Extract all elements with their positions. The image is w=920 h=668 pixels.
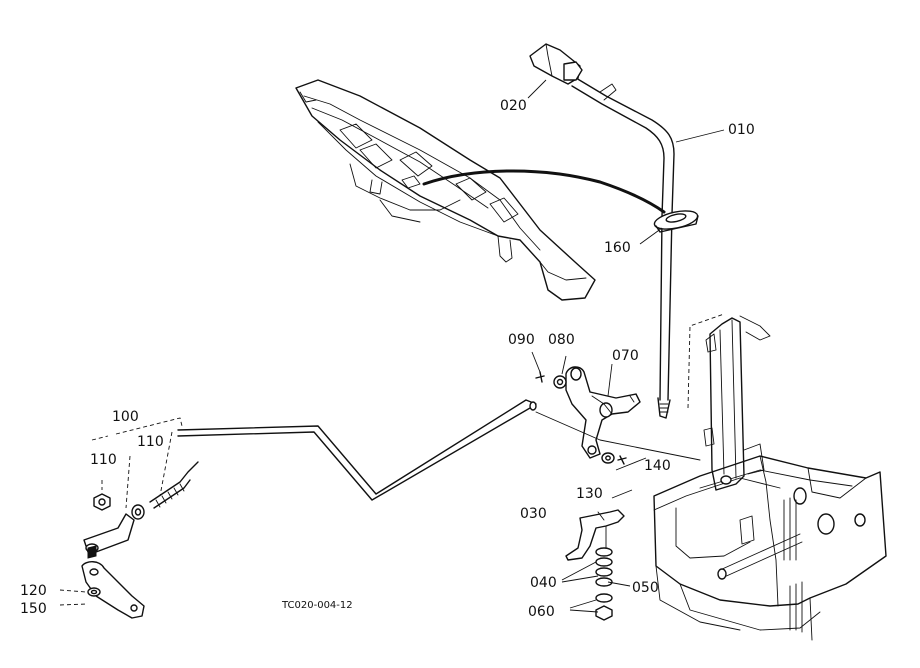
label-030: 030	[520, 506, 547, 522]
leader-160	[639, 227, 663, 245]
vertical-frame	[703, 315, 771, 491]
label-060: 060	[528, 604, 555, 620]
cable	[422, 169, 666, 214]
transmission-housing	[653, 455, 887, 641]
label-160: 160	[604, 240, 631, 256]
leader-010	[675, 129, 725, 143]
leader-020	[527, 79, 547, 99]
pin-080	[553, 375, 567, 389]
washer-110-right	[131, 504, 145, 520]
main-lever	[571, 77, 675, 419]
label-120: 120	[20, 583, 47, 599]
adjust-rod	[149, 461, 199, 509]
lower-lever-arm	[81, 561, 145, 619]
hardware-leaders	[101, 431, 173, 509]
bracket-030	[565, 509, 625, 561]
lever-dashed-guide	[687, 313, 725, 409]
clip-140	[617, 455, 627, 465]
label-080: 080	[548, 332, 575, 348]
label-040: 040	[530, 575, 557, 591]
lever-grip	[529, 43, 583, 85]
rod-dashed-bracket	[91, 417, 183, 441]
label-110-left: 110	[90, 452, 117, 468]
label-050: 050	[632, 580, 659, 596]
small-link-bracket	[83, 513, 135, 559]
washer-120	[87, 587, 101, 597]
leader-080	[561, 355, 567, 375]
nut-110-left	[93, 493, 111, 511]
leader-090	[531, 351, 541, 373]
stack-leaders	[561, 457, 647, 613]
label-010: 010	[728, 122, 755, 138]
label-100: 100	[112, 409, 139, 425]
lever-guide-grommet	[653, 210, 699, 233]
label-110-right: 110	[137, 434, 164, 450]
label-150: 150	[20, 601, 47, 617]
long-rod	[177, 399, 701, 501]
leader-070	[607, 363, 613, 397]
label-090: 090	[508, 332, 535, 348]
leader-120-150	[59, 589, 89, 606]
label-020: 020	[500, 98, 527, 114]
label-070: 070	[612, 348, 639, 364]
washer-stack	[595, 547, 613, 621]
fender-panel	[295, 79, 596, 301]
clip-090	[535, 371, 545, 383]
pivot-bracket	[565, 366, 641, 459]
label-130: 130	[576, 486, 603, 502]
label-140: 140	[644, 458, 671, 474]
figure-code: TC020-004-12	[281, 600, 353, 611]
washer-130	[601, 452, 615, 464]
